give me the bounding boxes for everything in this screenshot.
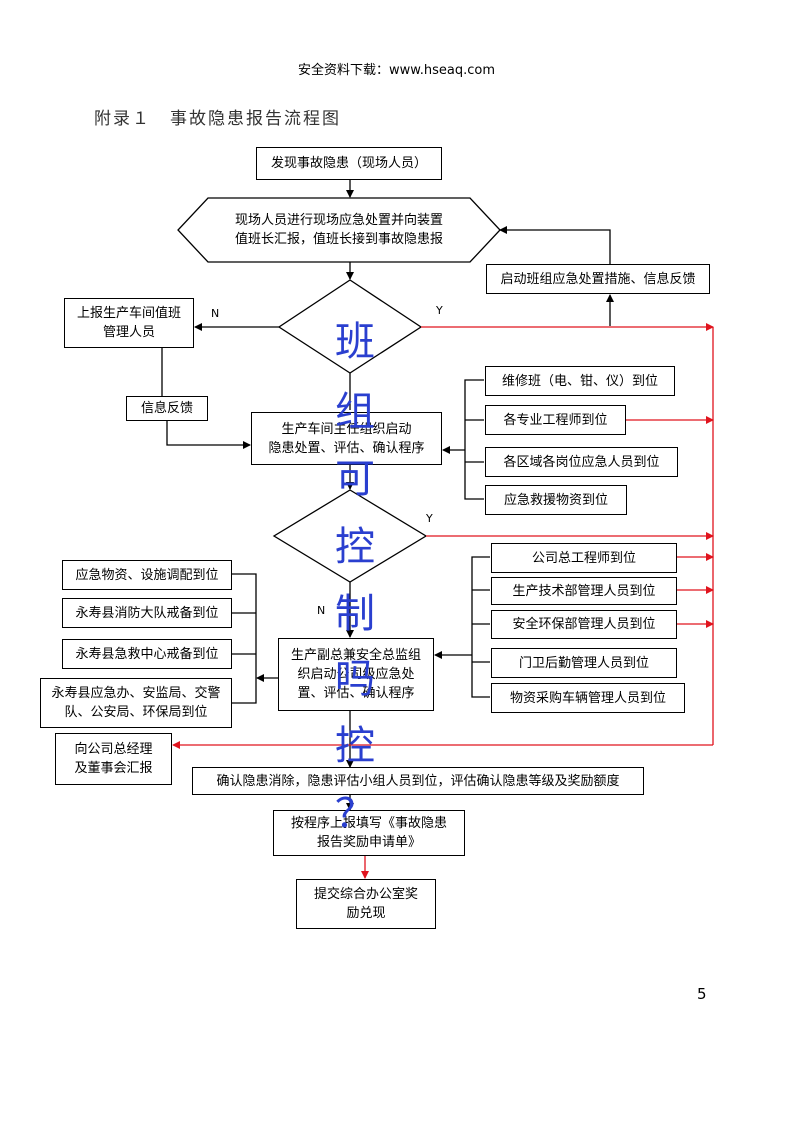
gm-report-box: 向公司总经理及董事会汇报 bbox=[55, 733, 172, 785]
watermark-char: 组 bbox=[335, 389, 375, 435]
watermark-char: 班 bbox=[335, 319, 375, 365]
page-header: 安全资料下载：www.hseaq.com bbox=[298, 63, 495, 78]
report-workshop-box: 上报生产车间值班管理人员 bbox=[64, 298, 194, 348]
workshop-procedure-box: 生产车间主任组织启动 隐患处置、评估、确认程序 bbox=[251, 412, 442, 465]
area-staff-box: 各区域各岗位应急人员到位 bbox=[485, 447, 678, 477]
label-y2: Y bbox=[426, 512, 433, 525]
safety-dept-box: 安全环保部管理人员到位 bbox=[491, 610, 677, 639]
label-n2: N bbox=[317, 604, 326, 617]
purchase-box: 物资采购车辆管理人员到位 bbox=[491, 683, 685, 713]
engineers-box: 各专业工程师到位 bbox=[485, 405, 626, 435]
repair-team-box: 维修班（电、钳、仪）到位 bbox=[485, 366, 675, 396]
team-measures-box: 启动班组应急处置措施、信息反馈 bbox=[486, 264, 710, 294]
watermark-char: 制 bbox=[335, 591, 375, 637]
watermark-char: 吗 bbox=[335, 656, 375, 702]
info-feedback-box: 信息反馈 bbox=[126, 396, 208, 421]
confirm-box: 确认隐患消除，隐患评估小组人员到位，评估确认隐患等级及奖励额度 bbox=[192, 767, 644, 795]
label-n1: N bbox=[211, 307, 220, 320]
handle-hexagon bbox=[177, 197, 501, 263]
tech-dept-box: 生产技术部管理人员到位 bbox=[491, 577, 677, 605]
discover-hazard-box: 发现事故隐患（现场人员） bbox=[256, 147, 442, 180]
county-agencies-box: 永寿县应急办、安监局、交警队、公安局、环保局到位 bbox=[40, 678, 232, 728]
fire-brigade-box: 永寿县消防大队戒备到位 bbox=[62, 598, 232, 628]
watermark-char: 可 bbox=[335, 456, 375, 502]
allocate-box: 应急物资、设施调配到位 bbox=[62, 560, 232, 590]
watermark-char: 控 bbox=[335, 524, 375, 570]
fill-form-box: 按程序上报填写《事故隐患报告奖励申请单》 bbox=[273, 810, 465, 856]
logistics-box: 门卫后勤管理人员到位 bbox=[491, 648, 677, 678]
chief-engineer-box: 公司总工程师到位 bbox=[491, 543, 677, 573]
submit-box: 提交综合办公室奖励兑现 bbox=[296, 879, 436, 929]
materials-box: 应急救援物资到位 bbox=[485, 485, 627, 515]
label-y1: Y bbox=[436, 304, 443, 317]
watermark-char: 控 bbox=[335, 723, 375, 769]
rescue-center-box: 永寿县急救中心戒备到位 bbox=[62, 639, 232, 669]
page-title: 附录１ 事故隐患报告流程图 bbox=[94, 109, 341, 129]
page-number: 5 bbox=[697, 985, 707, 1003]
handle-text: 现场人员进行现场应急处置并向装置 值班长汇报，值班长接到事故隐患报 bbox=[234, 213, 443, 247]
watermark-char: ？ bbox=[335, 791, 375, 837]
vp-procedure-box: 生产副总兼安全总监组织启动公司级应急处置、评估、确认程序 bbox=[278, 638, 434, 711]
